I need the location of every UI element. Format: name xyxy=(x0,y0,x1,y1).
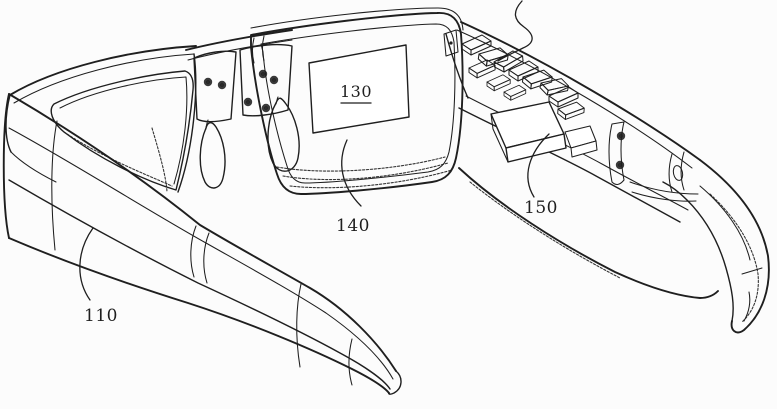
reference-label-130: 130 xyxy=(340,82,372,101)
hinge-plate-right xyxy=(239,43,293,117)
right-temple-electronics xyxy=(443,21,719,299)
leader-150 xyxy=(527,133,550,198)
reference-label-150: 150 xyxy=(524,198,558,218)
hinge-screw xyxy=(261,103,271,113)
display-region: 130 xyxy=(308,44,410,134)
nose-bridge-assembly xyxy=(185,29,300,189)
hinge-screw xyxy=(203,77,213,87)
hinge-screw xyxy=(217,80,227,90)
electronic-component xyxy=(548,86,579,108)
hinge-screw xyxy=(243,97,253,107)
left-lens-opening xyxy=(50,70,194,191)
electronic-component xyxy=(468,59,496,79)
electronic-component xyxy=(538,74,571,100)
reference-leaders xyxy=(79,0,550,301)
electronic-component xyxy=(556,100,586,122)
reference-labels: 110 140 150 xyxy=(84,198,558,326)
leader-110 xyxy=(79,227,94,301)
nose-pad-left xyxy=(199,121,226,189)
electronic-component xyxy=(486,74,511,92)
frame-screw xyxy=(616,131,626,141)
right-lens-frame xyxy=(250,7,464,195)
left-lens-frame xyxy=(5,45,197,193)
right-lens-outline xyxy=(250,12,464,195)
right-ear-hook xyxy=(662,159,770,334)
electronic-component xyxy=(521,67,554,92)
frame-screw xyxy=(615,160,625,170)
left-temple-arm xyxy=(2,93,402,395)
electronic-component xyxy=(503,84,527,101)
reference-label-140: 140 xyxy=(336,216,370,236)
hinge-plate-left xyxy=(193,50,237,123)
leader-140 xyxy=(341,139,362,207)
leader-from-cropped-label xyxy=(497,0,533,62)
reference-label-110: 110 xyxy=(84,306,118,326)
hinge-screw xyxy=(269,75,279,85)
display-rectangle xyxy=(308,44,410,134)
